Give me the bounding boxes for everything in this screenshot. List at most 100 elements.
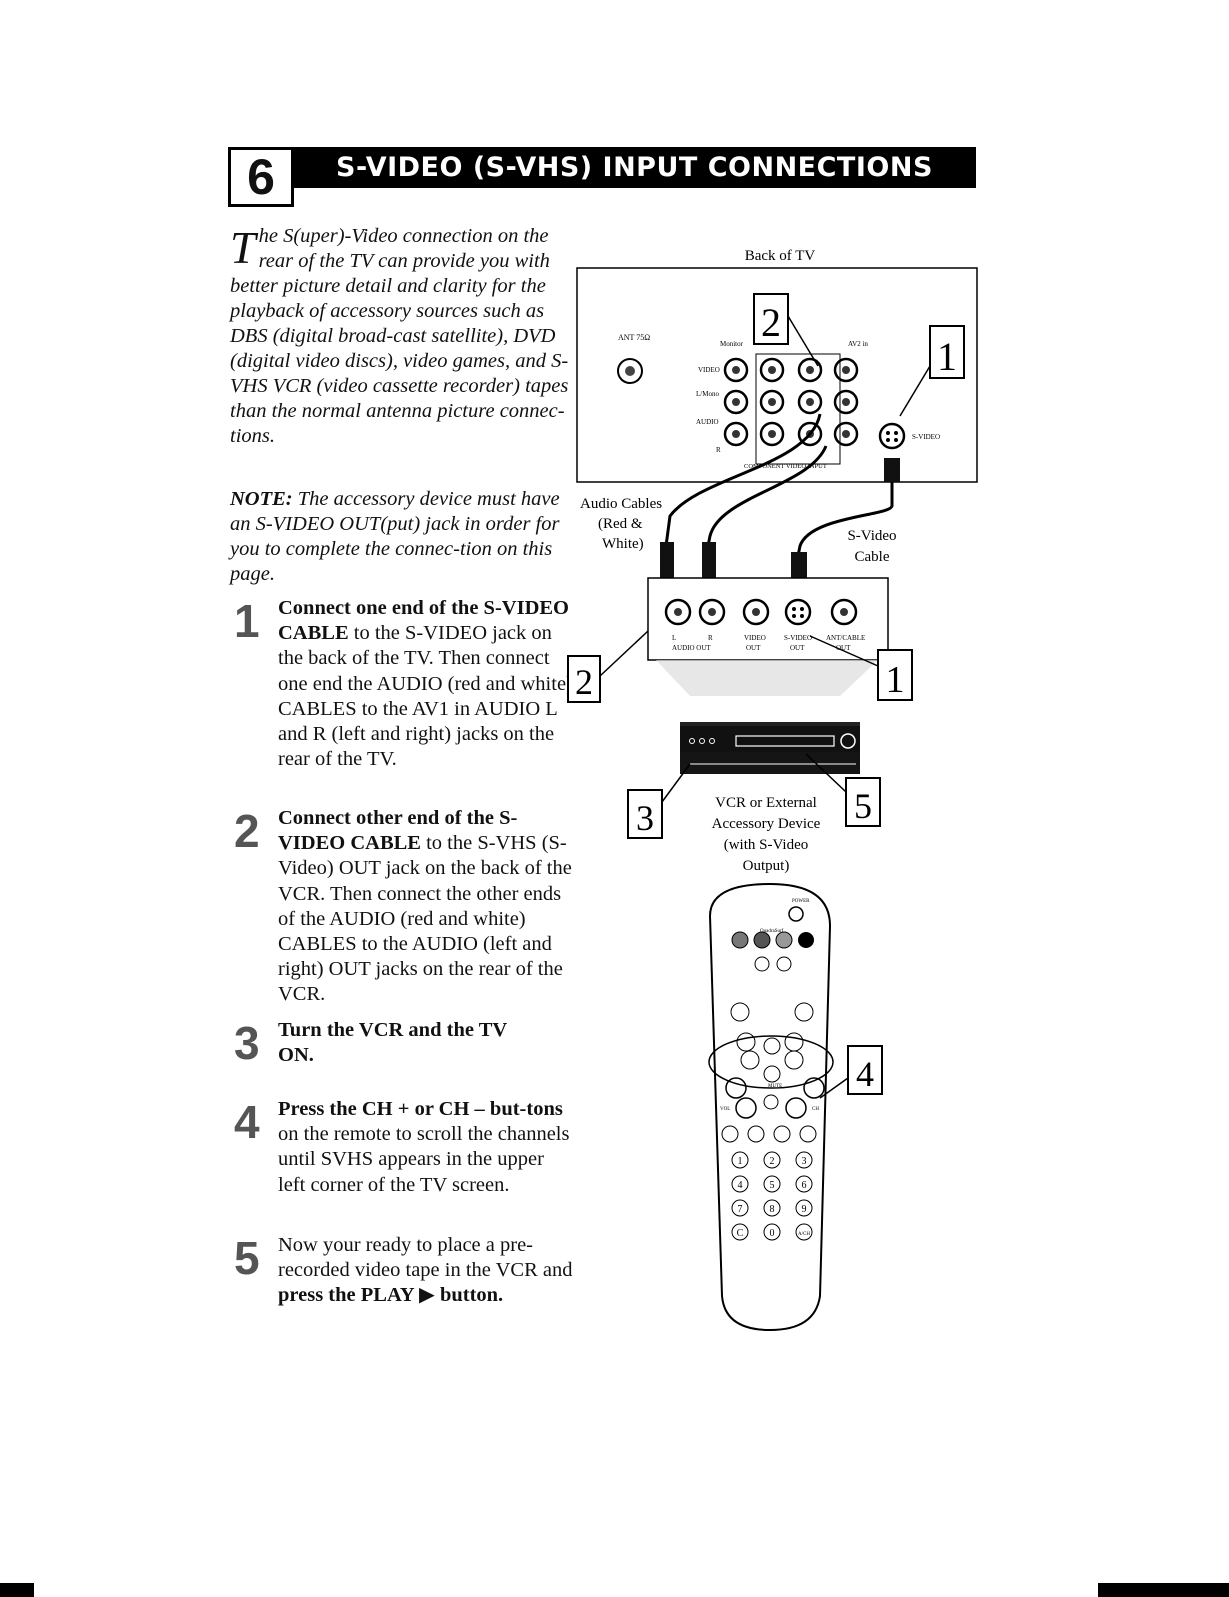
svg-text:4: 4 bbox=[738, 1180, 743, 1191]
remote-ch-label: CH bbox=[812, 1107, 819, 1112]
svg-text:6: 6 bbox=[802, 1180, 807, 1191]
step-body: to the S-VHS (S-Video) OUT jack on the b… bbox=[278, 832, 572, 1006]
intro-text: he S(uper)-Video connection on the rear … bbox=[230, 225, 569, 447]
audio-cables-label-2: (Red & bbox=[598, 516, 643, 532]
svideo-cable-label-1: S-Video bbox=[847, 528, 896, 544]
step-number: 4 bbox=[234, 1096, 260, 1148]
connection-diagram: Back of TV ANT 75Ω Monitor AV2 in VIDEO … bbox=[567, 248, 978, 1332]
lmono-label: L/Mono bbox=[696, 390, 719, 398]
vcr-perspective-shade bbox=[656, 660, 878, 696]
step-bold: press the PLAY ▶ button. bbox=[278, 1284, 504, 1307]
ant-jack bbox=[617, 358, 643, 384]
svg-text:3: 3 bbox=[802, 1156, 807, 1167]
svg-text:2: 2 bbox=[575, 662, 593, 702]
step-text: Connect other end of the S-VIDEO CABLE t… bbox=[278, 806, 574, 1008]
cables bbox=[664, 413, 894, 557]
step-bold: Connect other end of the S-VIDEO CABLE bbox=[278, 807, 518, 855]
svg-text:7: 7 bbox=[738, 1204, 743, 1215]
step-text: Press the CH + or CH – but-tons on the r… bbox=[278, 1097, 574, 1198]
vcr-label-ant: ANT/CABLE bbox=[826, 634, 865, 642]
tv-back-panel bbox=[576, 267, 978, 483]
svg-text:1: 1 bbox=[738, 1156, 743, 1167]
section-title: S-VIDEO (S-VHS) INPUT CONNECTIONS bbox=[288, 147, 976, 188]
vcr-caption-4: Output) bbox=[743, 858, 790, 874]
svg-text:3: 3 bbox=[636, 798, 654, 838]
svg-text:5: 5 bbox=[770, 1180, 775, 1191]
note-text: The accessory device must have an S-VIDE… bbox=[230, 488, 560, 585]
audio-cables-label-3: White) bbox=[602, 536, 644, 552]
step-body: Now your ready to place a pre-recorded v… bbox=[278, 1234, 573, 1282]
vcr-label-video: VIDEO bbox=[744, 634, 766, 642]
svg-text:5: 5 bbox=[854, 786, 872, 826]
vcr-caption-2: Accessory Device bbox=[712, 816, 821, 832]
callout-3: 3 bbox=[627, 763, 691, 839]
svg-text:0: 0 bbox=[770, 1228, 775, 1239]
remote-mute-label: MUTE bbox=[768, 1084, 782, 1089]
step-bold: Turn the VCR and the TV ON. bbox=[278, 1019, 507, 1067]
step-body: to the S-VIDEO jack on the back of the T… bbox=[278, 622, 573, 771]
step-bold: Press the CH + or CH – but-tons bbox=[278, 1098, 563, 1120]
svg-text:1: 1 bbox=[937, 334, 957, 379]
vcr-label-l: L bbox=[672, 634, 676, 642]
audio-label: AUDIO bbox=[696, 418, 719, 426]
vcr-label-svideo: S-VIDEO bbox=[784, 634, 812, 642]
callout-4: 4 bbox=[819, 1045, 883, 1099]
step-text: Now your ready to place a pre-recorded v… bbox=[278, 1233, 574, 1309]
video-label: VIDEO bbox=[698, 366, 720, 374]
svideo-label: S-VIDEO bbox=[912, 433, 940, 441]
svg-text:4: 4 bbox=[856, 1054, 874, 1094]
svg-text:8: 8 bbox=[770, 1204, 775, 1215]
vcr-jacks bbox=[664, 598, 858, 626]
callout-1-top: 1 bbox=[899, 325, 965, 417]
step-number: 2 bbox=[234, 805, 260, 857]
crop-mark-left bbox=[0, 1583, 34, 1597]
callout-2-top: 2 bbox=[753, 293, 819, 367]
vcr-label-r: R bbox=[708, 634, 713, 642]
av2-label: AV2 in bbox=[848, 340, 868, 348]
vcr-sub-ant: OUT bbox=[836, 644, 851, 652]
remote-vol-label: VOL bbox=[720, 1107, 730, 1112]
remote-control: POWER QuadraSurf MUTE VOL CH bbox=[708, 882, 834, 1332]
note-paragraph: NOTE: The accessory device must have an … bbox=[230, 487, 570, 587]
vcr-device bbox=[680, 722, 860, 774]
power-button bbox=[788, 906, 804, 922]
component-box bbox=[755, 353, 841, 465]
vcr-caption-3: (with S-Video bbox=[724, 837, 809, 853]
crop-mark-right bbox=[1098, 1583, 1229, 1597]
svg-text:C: C bbox=[737, 1228, 744, 1239]
drop-cap: T bbox=[230, 222, 256, 273]
tv-svideo-jack bbox=[878, 422, 906, 450]
audio-cables-label-1: Audio Cables bbox=[580, 496, 662, 512]
r-label: R bbox=[716, 446, 721, 454]
vcr-caption-1: VCR or External bbox=[715, 795, 817, 811]
step-number: 3 bbox=[234, 1017, 260, 1069]
step-number: 1 bbox=[234, 595, 260, 647]
step-body: on the remote to scroll the channels unt… bbox=[278, 1123, 570, 1196]
callout-1-right: 1 bbox=[809, 635, 913, 701]
svg-text:A/CH: A/CH bbox=[798, 1232, 810, 1237]
remote-power-label: POWER bbox=[792, 899, 810, 904]
svg-text:2: 2 bbox=[761, 300, 781, 345]
remote-quadra-label: QuadraSurf bbox=[760, 929, 784, 934]
callout-2-left: 2 bbox=[567, 630, 649, 703]
section-header: 6 S-VIDEO (S-VHS) INPUT CONNECTIONS bbox=[228, 147, 976, 207]
monitor-label: Monitor bbox=[720, 340, 744, 348]
step-text: Turn the VCR and the TV ON. bbox=[278, 1018, 528, 1068]
vcr-sub-svideo: OUT bbox=[790, 644, 805, 652]
note-label: NOTE: bbox=[230, 488, 293, 510]
back-of-tv-label: Back of TV bbox=[745, 248, 816, 264]
component-label: COMPONENT VIDEO INPUT bbox=[744, 463, 827, 470]
svideo-cable-label-2: Cable bbox=[855, 549, 890, 565]
ant-label: ANT 75Ω bbox=[618, 333, 650, 342]
svg-text:9: 9 bbox=[802, 1204, 807, 1215]
svg-text:1: 1 bbox=[886, 659, 905, 701]
tv-jack-grid bbox=[723, 357, 859, 447]
svg-text:2: 2 bbox=[770, 1156, 775, 1167]
callout-5: 5 bbox=[805, 753, 881, 827]
vcr-sub-audio: AUDIO OUT bbox=[672, 644, 711, 652]
section-number-box: 6 bbox=[228, 147, 294, 207]
step-number: 5 bbox=[234, 1232, 260, 1284]
step-text: Connect one end of the S-VIDEO CABLE to … bbox=[278, 596, 574, 772]
vcr-sub-video: OUT bbox=[746, 644, 761, 652]
